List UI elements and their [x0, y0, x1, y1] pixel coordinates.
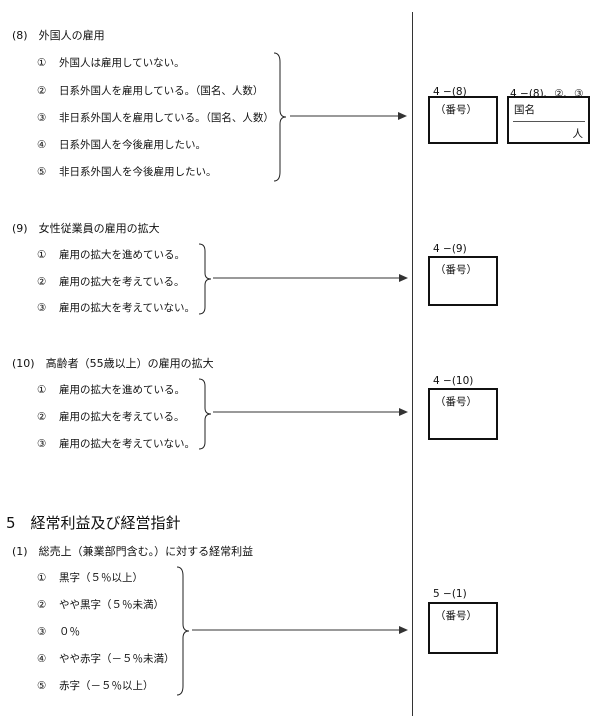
q8-answer-box[interactable]: （番号）	[428, 96, 498, 144]
option-number: ③	[37, 112, 47, 124]
option-number: ⑤	[37, 166, 47, 178]
option-number: ③	[37, 438, 47, 450]
q9-brace	[198, 243, 212, 315]
q8-brace	[273, 52, 287, 182]
q9-answer-box[interactable]: （番号）	[428, 256, 498, 306]
option-text: 雇用の拡大を考えていない。	[59, 302, 195, 314]
q10-title: (10) 高齢者（55歳以上）の雇用の拡大	[12, 357, 214, 370]
option-number: ②	[37, 411, 47, 423]
s5-q1-brace	[176, 566, 190, 696]
country-label: 国名	[514, 104, 535, 116]
option-text: やや黒字（５％未満）	[59, 599, 164, 611]
s5-q1-answer-box[interactable]: （番号）	[428, 602, 498, 654]
q8-option-4[interactable]: ④ 日系外国人を今後雇用したい。	[37, 137, 206, 152]
s5-q1-title: (1) 総売上（兼業部門含む。）に対する経常利益	[12, 545, 254, 558]
s5-q1-option-4[interactable]: ④ やや赤字（－５％未満）	[37, 651, 175, 666]
option-number: ④	[37, 139, 47, 151]
box-label: （番号）	[435, 104, 477, 116]
q10-brace	[198, 378, 212, 450]
option-text: 雇用の拡大を考えていない。	[59, 438, 195, 450]
q9-title: (9) 女性従業員の雇用の拡大	[12, 222, 160, 235]
box-label: （番号）	[435, 610, 477, 622]
option-text: やや赤字（－５％未満）	[59, 653, 175, 665]
s5-q1-ref-label: 5 −(1)	[433, 588, 467, 600]
q9-option-2[interactable]: ② 雇用の拡大を考えている。	[37, 274, 184, 289]
option-number: ①	[37, 572, 47, 584]
option-number: ③	[37, 302, 47, 314]
s5-q1-option-1[interactable]: ① 黒字（５％以上）	[37, 570, 143, 585]
option-text: 雇用の拡大を進めている。	[59, 384, 185, 396]
option-number: ⑤	[37, 680, 47, 692]
q10-option-3[interactable]: ③ 雇用の拡大を考えていない。	[37, 436, 195, 451]
option-text: 雇用の拡大を進めている。	[59, 249, 185, 261]
option-text: 日系外国人を雇用している。（国名、人数）	[59, 85, 264, 97]
q9-arrow	[213, 274, 408, 282]
option-number: ④	[37, 653, 47, 665]
q8-option-1[interactable]: ① 外国人は雇用していない。	[37, 55, 185, 70]
option-text: 黒字（５％以上）	[59, 572, 143, 584]
q8-title: (8) 外国人の雇用	[12, 29, 105, 42]
option-text: 外国人は雇用していない。	[59, 57, 185, 69]
option-text: ０％	[59, 626, 80, 638]
q9-option-3[interactable]: ③ 雇用の拡大を考えていない。	[37, 300, 195, 315]
q9-ref-label: 4 −(9)	[433, 243, 467, 255]
q10-option-2[interactable]: ② 雇用の拡大を考えている。	[37, 409, 184, 424]
section-5-heading: 5 経常利益及び経営指針	[6, 514, 181, 532]
q9-option-1[interactable]: ① 雇用の拡大を進めている。	[37, 247, 185, 262]
q8-ref-label: 4 −(8)	[433, 86, 467, 98]
option-text: 非日系外国人を今後雇用したい。	[59, 166, 217, 178]
option-text: 赤字（－５％以上）	[59, 680, 154, 692]
option-number: ②	[37, 276, 47, 288]
q8-arrow	[290, 112, 407, 120]
option-text: 雇用の拡大を考えている。	[59, 276, 185, 288]
column-divider	[412, 12, 413, 716]
q8-option-2[interactable]: ② 日系外国人を雇用している。（国名、人数）	[37, 83, 263, 98]
q8-option-5[interactable]: ⑤ 非日系外国人を今後雇用したい。	[37, 164, 217, 179]
option-number: ③	[37, 626, 47, 638]
q10-ref-label: 4 −(10)	[433, 375, 474, 387]
q8-option-3[interactable]: ③ 非日系外国人を雇用している。（国名、人数）	[37, 110, 274, 125]
country-underline	[513, 121, 585, 122]
s5-q1-arrow	[192, 626, 408, 634]
q10-answer-box[interactable]: （番号）	[428, 388, 498, 440]
option-number: ①	[37, 384, 47, 396]
s5-q1-option-2[interactable]: ② やや黒字（５％未満）	[37, 597, 164, 612]
option-text: 非日系外国人を雇用している。（国名、人数）	[59, 112, 274, 124]
q10-arrow	[213, 408, 408, 416]
s5-q1-option-5[interactable]: ⑤ 赤字（－５％以上）	[37, 678, 154, 693]
people-unit: 人	[572, 128, 584, 140]
box-label: （番号）	[435, 396, 477, 408]
option-number: ①	[37, 249, 47, 261]
option-text: 雇用の拡大を考えている。	[59, 411, 185, 423]
option-number: ①	[37, 57, 47, 69]
option-number: ②	[37, 599, 47, 611]
s5-q1-option-3[interactable]: ③ ０％	[37, 624, 80, 639]
box-label: （番号）	[435, 264, 477, 276]
option-number: ②	[37, 85, 47, 97]
q8-country-box[interactable]: 国名 人	[507, 96, 590, 144]
q10-option-1[interactable]: ① 雇用の拡大を進めている。	[37, 382, 185, 397]
option-text: 日系外国人を今後雇用したい。	[59, 139, 206, 151]
